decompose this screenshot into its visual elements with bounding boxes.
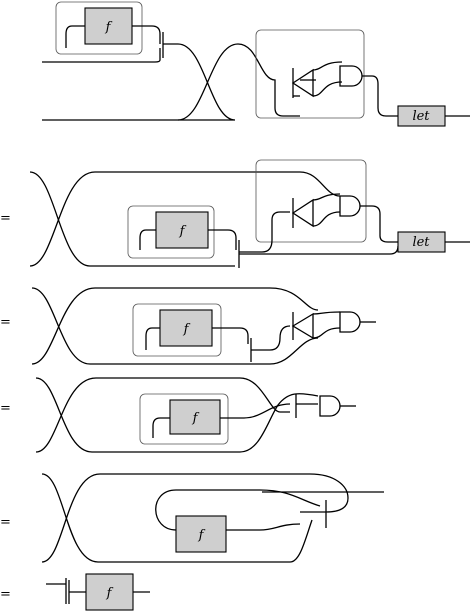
- f-box: [85, 573, 134, 611]
- scope-frame-f: [55, 1, 143, 55]
- f-box: [84, 7, 133, 45]
- f-box: [159, 309, 213, 347]
- diagram-4: = f: [0, 377, 356, 453]
- f-label: f: [192, 411, 200, 426]
- f-label: f: [179, 224, 187, 239]
- f-label: f: [198, 528, 206, 543]
- scope-frame-logic: [255, 29, 365, 119]
- equals-sign-1: =: [0, 211, 11, 226]
- diagram-6: = f: [0, 573, 150, 611]
- f-box: [175, 515, 227, 553]
- let-label: let: [412, 109, 430, 124]
- f-box: [155, 211, 209, 249]
- scope-frame-f: [132, 303, 222, 357]
- diagram-2: = f let: [0, 159, 470, 268]
- scope-frame-f: [127, 205, 215, 259]
- equals-sign-2: =: [0, 315, 11, 330]
- and-gate: [339, 65, 363, 87]
- and-gate: [339, 195, 361, 217]
- and-gate: [319, 395, 341, 417]
- f-box: [169, 399, 221, 435]
- f-label: f: [106, 586, 114, 601]
- equals-sign-5: =: [0, 587, 11, 602]
- diagram-5: = f: [0, 473, 384, 563]
- f-label: f: [183, 322, 191, 337]
- equals-sign-3: =: [0, 401, 11, 416]
- and-gate: [339, 311, 361, 333]
- diagram-3: = f: [0, 287, 376, 365]
- scope-frame-f: [139, 393, 229, 445]
- scope-frame-logic: [255, 159, 367, 243]
- f-label: f: [105, 20, 113, 35]
- let-label: let: [412, 235, 430, 250]
- equals-sign-4: =: [0, 515, 11, 530]
- diagram-1: f let: [42, 1, 470, 127]
